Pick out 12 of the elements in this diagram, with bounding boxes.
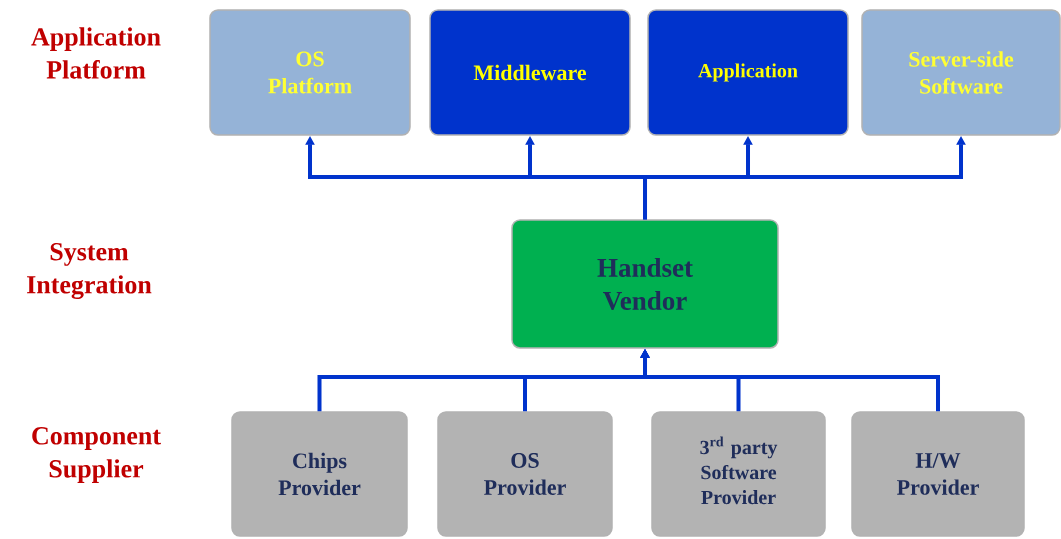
row-label: System Integration bbox=[27, 243, 152, 299]
process-box: Server-side Software bbox=[861, 9, 1061, 136]
process-box: Chips Provider bbox=[231, 411, 408, 537]
process-box: Middleware bbox=[429, 9, 631, 136]
process-box: Application bbox=[647, 9, 849, 136]
process-box: OS Provider bbox=[437, 411, 613, 537]
row-label: Component Supplier bbox=[32, 427, 161, 483]
row-label: Application Platform bbox=[31, 27, 161, 79]
process-box: Handset Vendor bbox=[511, 219, 779, 349]
process-box: OS Platform bbox=[209, 9, 411, 136]
process-box: H/W Provider bbox=[851, 411, 1025, 537]
process-box: $\begin{array}{c}\text{3}^{\text{rd}}\text{ party}\\ \text{Software}\\ \text{Provider}\end{array}$ bbox=[651, 411, 826, 537]
